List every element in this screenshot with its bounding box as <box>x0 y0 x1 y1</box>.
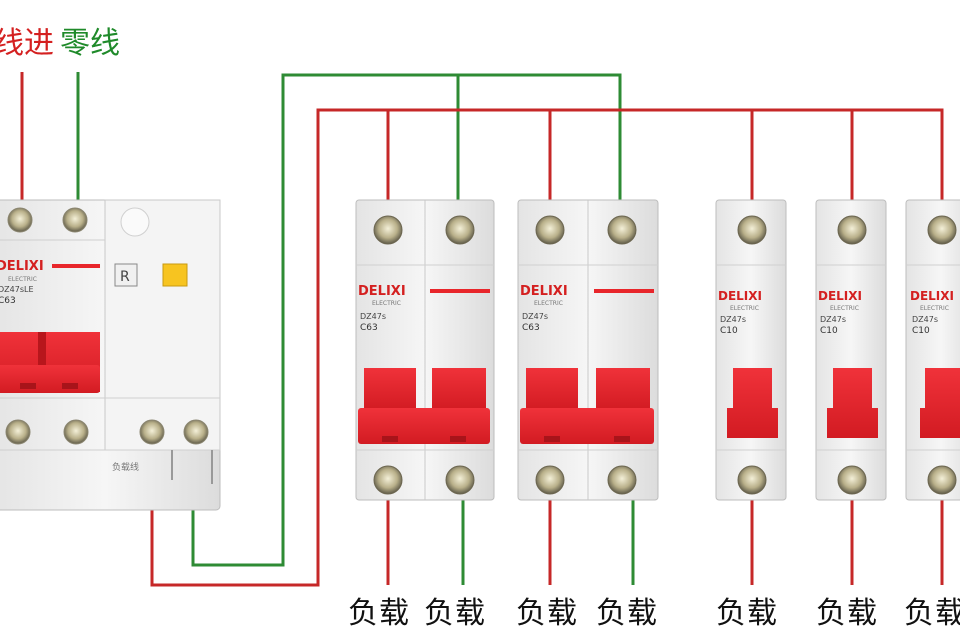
two-pole-handle-2[interactable] <box>526 368 650 410</box>
two-pole-handle-1[interactable] <box>364 368 486 410</box>
rating-label: C63 <box>522 323 540 333</box>
neutral-bus-wire <box>191 73 622 567</box>
reset-indicator <box>162 263 188 287</box>
single-pole-handle-2[interactable] <box>827 368 878 438</box>
single-pole-breaker-1: DELIXI ELECTRIC DZ47s C10 <box>715 199 787 501</box>
model-label: DZ47s <box>820 315 846 324</box>
test-button-glyph: R <box>120 269 130 285</box>
rating-label: C63 <box>0 296 16 306</box>
load-label-1: 负载 <box>348 596 410 631</box>
single-pole-breaker-3: DELIXI ELECTRIC DZ47s C10 <box>905 199 960 501</box>
brand-subtitle: ELECTRIC <box>8 276 37 283</box>
load-label-6: 负载 <box>816 596 878 631</box>
neutral-label: 零线 <box>60 26 120 61</box>
screw-icon <box>183 419 209 445</box>
brand-subtitle: ELECTRIC <box>372 300 401 307</box>
brand-subtitle: ELECTRIC <box>730 305 759 312</box>
rating-label: C63 <box>360 323 378 333</box>
load-label-5: 负载 <box>716 596 778 631</box>
live-bus-wire <box>150 108 944 587</box>
brand-logo: DELIXI <box>358 284 406 299</box>
screw-icon <box>63 419 89 445</box>
screw-icon <box>445 465 475 495</box>
test-button[interactable] <box>114 263 138 287</box>
single-pole-handle-3[interactable] <box>920 368 960 438</box>
screw-icon <box>927 465 957 495</box>
screw-icon <box>7 207 33 233</box>
test-indicator-icon <box>120 207 150 237</box>
screw-icon <box>445 215 475 245</box>
screw-icon <box>5 419 31 445</box>
model-label: DZ47s <box>912 315 938 324</box>
load-line-label: 负载线 <box>112 461 139 473</box>
brand-subtitle: ELECTRIC <box>534 300 563 307</box>
load-label-4: 负载 <box>596 596 658 631</box>
screw-icon <box>607 465 637 495</box>
single-pole-breaker-2: DELIXI ELECTRIC DZ47s C10 <box>815 199 887 501</box>
model-label: DZ47s <box>720 315 746 324</box>
brand-subtitle: ELECTRIC <box>830 305 859 312</box>
load-label-2: 负载 <box>424 596 486 631</box>
screw-icon <box>607 215 637 245</box>
model-label: DZ47s <box>360 312 386 321</box>
model-label: DZ47s <box>522 312 548 321</box>
wires <box>20 72 944 587</box>
rating-label: C10 <box>720 326 738 336</box>
two-pole-breaker-2: DELIXI ELECTRIC DZ47s C63 <box>517 199 659 501</box>
screw-icon <box>927 215 957 245</box>
model-label: DZ47sLE <box>0 285 34 294</box>
screw-icon <box>373 215 403 245</box>
screw-icon <box>737 465 767 495</box>
screw-icon <box>837 465 867 495</box>
screw-icon <box>535 465 565 495</box>
screw-icon <box>837 215 867 245</box>
screw-icon <box>373 465 403 495</box>
brand-logo: DELIXI <box>818 289 862 303</box>
load-label-7: 负载 <box>904 596 960 631</box>
brand-logo: DELIXI <box>718 289 762 303</box>
single-pole-handle-1[interactable] <box>727 368 778 438</box>
two-pole-breaker-1: DELIXI ELECTRIC DZ47s C63 <box>355 199 495 501</box>
rating-label: C10 <box>820 326 838 336</box>
screw-icon <box>737 215 767 245</box>
brand-logo: DELIXI <box>0 259 44 274</box>
brand-logo: DELIXI <box>910 289 954 303</box>
screw-icon <box>535 215 565 245</box>
brand-logo: DELIXI <box>520 284 568 299</box>
live-input-label: 线进 <box>0 26 54 61</box>
screw-icon <box>62 207 88 233</box>
main-rcbo-breaker: DELIXI ELECTRIC DZ47sLE C63 R 负载线 <box>0 199 221 511</box>
load-label-3: 负载 <box>516 596 578 631</box>
screw-icon <box>139 419 165 445</box>
brand-subtitle: ELECTRIC <box>920 305 949 312</box>
rating-label: C10 <box>912 326 930 336</box>
